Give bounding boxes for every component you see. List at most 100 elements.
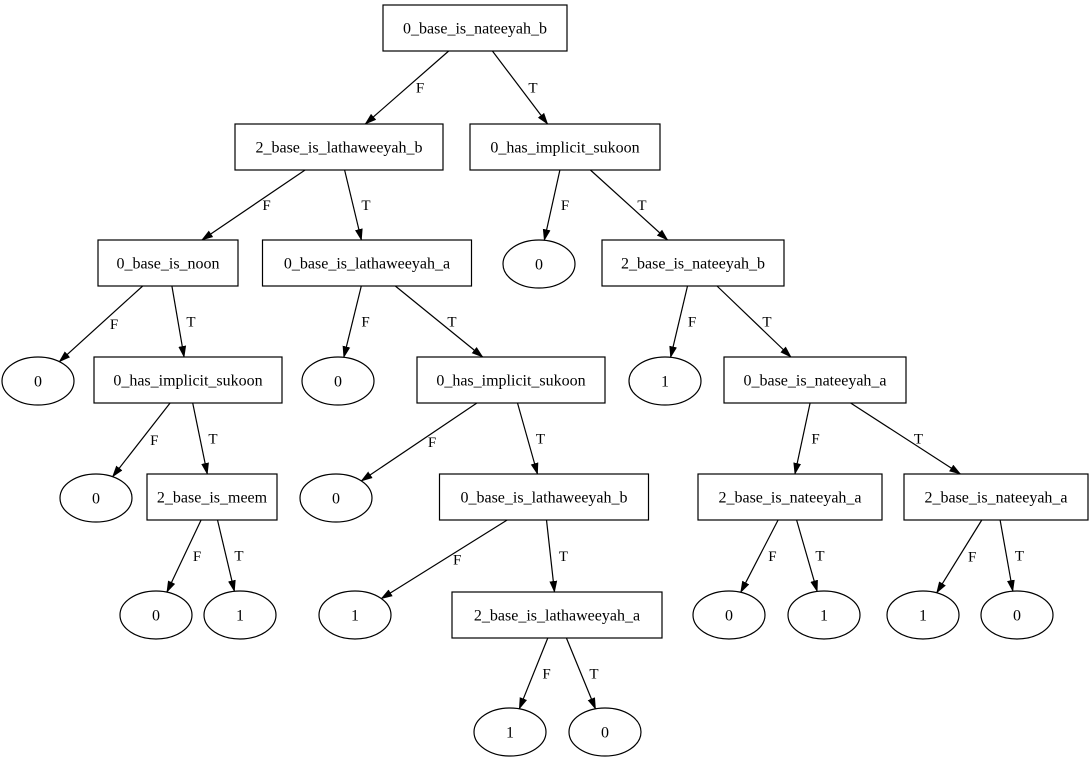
edge-label: T [361, 198, 370, 214]
node-label: 2_base_is_nateeyah_a [718, 490, 861, 507]
edge-label: T [234, 549, 243, 565]
tree-edge: F [669, 285, 696, 359]
node-label: 0 [1013, 608, 1021, 625]
edges-layer: F T F T F T F T F T F T F T F T F T F T F T F T F T F T [58, 50, 1024, 710]
tree-edge: F [364, 50, 450, 125]
decision-node: 0_has_implicit_sukoon [469, 123, 661, 171]
edge-label: F [453, 552, 461, 568]
edge-label: F [150, 433, 158, 449]
leaf-node: 0 [692, 590, 766, 640]
tree-edge: F [542, 169, 569, 242]
tree-edge: T [545, 519, 568, 593]
decision-node: 2_base_is_meem [146, 473, 278, 521]
tree-edge: T [491, 50, 549, 125]
edge-label: F [968, 549, 976, 565]
tree-edge: T [589, 169, 669, 241]
edge-label: T [528, 81, 537, 97]
tree-edge: T [716, 285, 792, 358]
edge-label: F [110, 317, 118, 333]
leaf-node: 0 [1, 356, 75, 406]
tree-edge: F [793, 402, 820, 475]
leaf-node: 0 [59, 473, 133, 523]
edge-label: T [186, 315, 195, 331]
edge-label: F [688, 315, 696, 331]
edge-label: F [768, 549, 776, 565]
node-label: 1 [506, 725, 514, 742]
tree-edge: T [850, 402, 962, 475]
leaf-node: 1 [787, 590, 861, 640]
edge-label: T [589, 666, 598, 682]
node-label: 0_base_is_lathaweeyah_a [284, 256, 450, 273]
edge-label: F [361, 315, 369, 331]
tree-edge: F [342, 285, 370, 359]
edge-label: F [561, 198, 569, 214]
decision-node: 2_base_is_nateeyah_a [697, 473, 883, 521]
leaf-node: 0 [119, 590, 193, 640]
tree-edge: T [171, 285, 196, 358]
node-label: 0 [535, 257, 543, 274]
decision-node: 2_base_is_nateeyah_b [601, 239, 785, 287]
tree-edge: F [111, 402, 171, 478]
node-label: 0_has_implicit_sukoon [113, 373, 262, 390]
nodes-layer: 0_base_is_nateeyah_b 2_base_is_lathaweeya… [1, 4, 1089, 757]
leaf-node: 1 [886, 590, 960, 640]
edge-label: F [416, 81, 424, 97]
decision-node: 0_has_implicit_sukoon [416, 356, 606, 404]
node-label: 2_base_is_meem [157, 490, 268, 507]
decision-node: 0_has_implicit_sukoon [93, 356, 283, 404]
decision-node: 2_base_is_nateeyah_a [903, 473, 1089, 521]
tree-edge: F [166, 519, 202, 594]
tree-edge: F [360, 402, 478, 482]
tree-edge: T [796, 519, 824, 593]
tree-edge: T [565, 637, 599, 710]
leaf-node: 0 [980, 590, 1054, 640]
tree-edge: F [380, 519, 508, 600]
edge-label: F [542, 666, 550, 682]
edge-label: T [559, 549, 568, 565]
edge-label: T [208, 432, 217, 448]
leaf-node: 0 [299, 473, 373, 523]
edge-label: T [447, 315, 456, 331]
tree-edge: T [344, 169, 371, 241]
leaf-node: 0 [301, 356, 375, 406]
node-label: 0_base_is_nateeyah_b [403, 21, 547, 38]
edge-label: F [428, 435, 436, 451]
tree-edge: F [740, 519, 779, 594]
tree-edge: T [216, 519, 243, 593]
node-label: 0_base_is_noon [116, 256, 219, 273]
decision-node: 2_base_is_lathaweeyah_b [234, 123, 444, 171]
node-label: 1 [661, 374, 669, 391]
node-label: 0 [334, 374, 342, 391]
edge-label: T [762, 315, 771, 331]
edge-label: T [536, 432, 545, 448]
node-label: 1 [236, 608, 244, 625]
leaf-node: 1 [473, 707, 547, 757]
tree-edge: F [936, 519, 983, 594]
decision-node: 0_base_is_nateeyah_b [382, 4, 568, 52]
decision-node: 0_base_is_nateeyah_a [723, 356, 907, 404]
edge-label: T [1015, 549, 1024, 565]
tree-edge: F [58, 285, 144, 363]
node-label: 0 [725, 608, 733, 625]
node-label: 1 [351, 608, 359, 625]
node-label: 0_base_is_nateeyah_a [743, 373, 886, 390]
tree-edge: F [518, 637, 551, 710]
node-label: 0 [601, 725, 609, 742]
node-label: 2_base_is_nateeyah_a [924, 490, 1067, 507]
edge-label: F [811, 432, 819, 448]
node-label: 1 [919, 608, 927, 625]
leaf-node: 0 [568, 707, 642, 757]
node-label: 2_base_is_lathaweeyah_a [474, 608, 640, 625]
node-label: 0 [152, 608, 160, 625]
edge-label: T [914, 432, 923, 448]
leaf-node: 0 [502, 239, 576, 289]
tree-edge: F [201, 169, 306, 241]
edge-label: F [193, 549, 201, 565]
node-label: 0 [34, 374, 42, 391]
node-label: 0_has_implicit_sukoon [436, 373, 585, 390]
tree-edge: T [999, 519, 1024, 593]
decision-node: 2_base_is_lathaweeyah_a [451, 591, 663, 639]
node-label: 2_base_is_lathaweeyah_b [255, 140, 422, 157]
